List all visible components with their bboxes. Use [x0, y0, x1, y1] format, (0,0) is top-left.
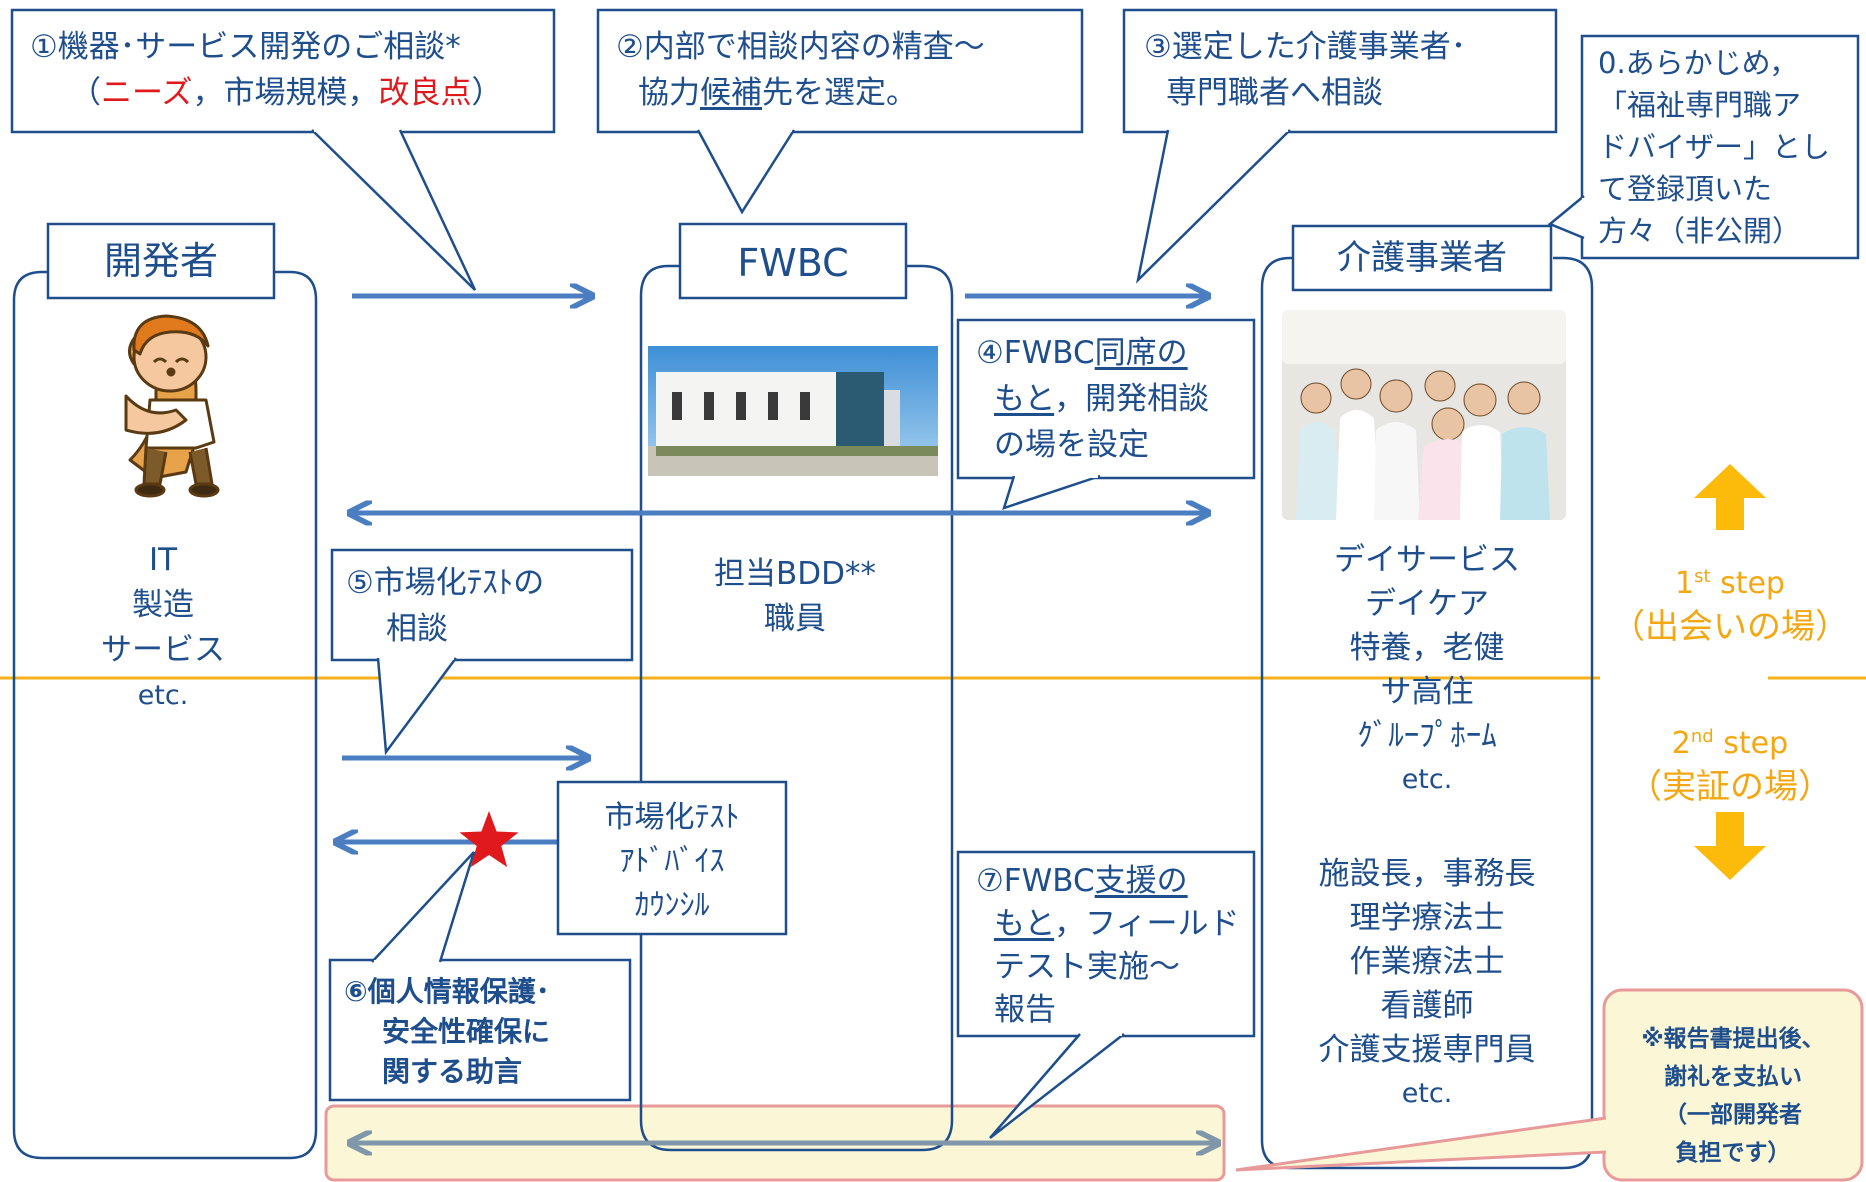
developer-character-icon — [124, 314, 220, 498]
callout-3-text: ③選定した介護事業者･ 専門職者へ相談 — [1144, 24, 1466, 116]
callout-1-line1: ①機器･サービス開発のご相談* — [30, 29, 461, 65]
callout-4-line2: もと，開発相談 — [994, 381, 1210, 417]
callout-4-tail — [1002, 474, 1101, 510]
care-profession-etc: etc. — [1401, 1078, 1453, 1109]
callout-7-line4: 報告 — [994, 992, 1056, 1028]
care-header: 介護事業者 — [1337, 238, 1507, 278]
care-profession-nurse: 看護師 — [1380, 988, 1474, 1024]
callout-1-text: ①機器･サービス開発のご相談* （ニーズ，市場規模，改良点） — [30, 24, 502, 116]
care-service-etc: etc. — [1401, 764, 1453, 795]
first-step-label: 1st step — [1675, 566, 1785, 601]
callout-6-text: ⑥個人情報保護･ 安全性確保に 関する助言 — [344, 975, 551, 1088]
callout-7-line3: テスト実施～ — [994, 949, 1180, 985]
care-service-nursing-home: 特養，老健 — [1349, 630, 1505, 666]
callout-2-text: ②内部で相談内容の精査～ 協力候補先を選定。 — [616, 24, 985, 116]
callout-2-line1: ②内部で相談内容の精査～ — [616, 29, 985, 65]
fwbc-header: FWBC — [737, 241, 849, 285]
callout-3-tail — [1135, 129, 1291, 284]
callout-1-tail — [311, 129, 477, 291]
fwbc-staff-bdd: 担当BDD** — [713, 556, 876, 592]
fwbc-building-photo — [648, 346, 938, 476]
star-icon — [459, 811, 519, 868]
care-staff-photo — [1282, 310, 1566, 520]
callout-5-text: ⑤市場化ﾃｽﾄの 相談 — [346, 560, 544, 652]
care-service-day-care: デイケア — [1365, 586, 1489, 622]
callout-2-tail — [696, 129, 796, 215]
developer-type-etc: etc. — [137, 680, 189, 711]
callout-7-line2: もと，フィールド — [994, 906, 1240, 942]
callout-7-text: ⑦FWBC支援の もと，フィールド テスト実施～ 報告 — [976, 860, 1240, 1032]
care-profession-directors: 施設長，事務長 — [1318, 856, 1536, 892]
callout-6-box — [328, 958, 632, 1102]
improvement-text: 改良点 — [378, 75, 472, 111]
developer-type-list: IT 製造 サービス etc. — [60, 538, 266, 718]
step-up-arrow-icon — [1694, 464, 1766, 530]
fwbc-header-box — [678, 222, 908, 300]
care-header-box — [1291, 224, 1553, 292]
developer-type-service: サービス — [101, 632, 225, 668]
callout-7-tail — [989, 1033, 1125, 1139]
fwbc-staff-members: 職員 — [764, 601, 826, 637]
fwbc-staff-list: 担当BDD** 職員 — [660, 552, 930, 642]
callout-5-line2: 相談 — [386, 611, 448, 647]
care-service-group-home: ｸﾞﾙｰﾌﾟﾎｰﾑ — [1357, 718, 1497, 754]
reward-callout-box — [1602, 988, 1864, 1182]
step-down-arrow-icon — [1694, 812, 1766, 880]
callout-4-text: ④FWBC同席の もと，開発相談 の場を設定 — [976, 330, 1209, 468]
callout-4-box — [956, 318, 1256, 480]
callout-0-text: 0.あらかじめ， 「福祉専門職ア ドバイザー」とし て登録頂いた 方々（非公開） — [1598, 46, 1831, 248]
care-profession-list: 施設長，事務長 理学療法士 作業療法士 看護師 介護支援専門員 etc. — [1272, 852, 1582, 1116]
callout-4-line1: ④FWBC同席の — [976, 335, 1188, 371]
callout-4-line3: の場を設定 — [994, 427, 1149, 463]
care-service-list: デイサービス デイケア 特養，老健 サ高住 ｸﾞﾙｰﾌﾟﾎｰﾑ etc. — [1272, 538, 1582, 802]
callout-6-tail — [371, 851, 476, 963]
callout-5-box — [330, 548, 634, 662]
developer-header-box — [46, 222, 276, 300]
second-step-label: 2nd step — [1671, 726, 1789, 761]
reward-callout-tail — [1235, 1116, 1607, 1172]
callout-2-line2: 協力候補先を選定。 — [638, 75, 917, 111]
reward-callout-text: ※報告書提出後、 謝礼を支払い （一部開発者 負担です） — [1641, 1026, 1825, 1166]
callout-5-tail — [376, 657, 458, 756]
care-service-senior-housing: サ高住 — [1380, 674, 1474, 710]
council-text: 市場化ﾃｽﾄ ｱﾄﾞﾊﾞｲｽ ｶｳﾝｼﾙ — [604, 800, 740, 923]
second-step-phase: （実証の場） — [1628, 767, 1832, 807]
care-profession-ot: 作業療法士 — [1349, 944, 1505, 980]
callout-3-line2: 専門職者へ相談 — [1166, 75, 1383, 111]
care-profession-care-manager: 介護支援専門員 — [1318, 1032, 1536, 1068]
callout-0-tail — [1547, 195, 1585, 240]
callout-3-line1: ③選定した介護事業者･ — [1144, 29, 1467, 65]
developer-type-manufacturing: 製造 — [132, 587, 194, 623]
callout-1-box — [10, 8, 556, 134]
first-step-phase: （出会いの場） — [1611, 607, 1849, 647]
candidate-text: 候補 — [700, 75, 762, 111]
care-profession-pt: 理学療法士 — [1349, 900, 1505, 936]
council-box — [556, 780, 788, 936]
callout-2-box — [596, 8, 1084, 134]
developer-type-it: IT — [148, 542, 178, 578]
needs-text: ニーズ — [101, 75, 193, 111]
callout-3-box — [1122, 8, 1558, 134]
care-service-day-service: デイサービス — [1334, 542, 1520, 578]
developer-header: 開発者 — [103, 239, 218, 283]
callout-1-line2: （ニーズ，市場規模，改良点） — [70, 75, 503, 111]
callout-7-box — [956, 850, 1256, 1038]
callout-7-line1: ⑦FWBC支援の — [976, 863, 1188, 899]
callout-0-box — [1580, 34, 1860, 260]
callout-5-line1: ⑤市場化ﾃｽﾄの — [346, 565, 545, 601]
